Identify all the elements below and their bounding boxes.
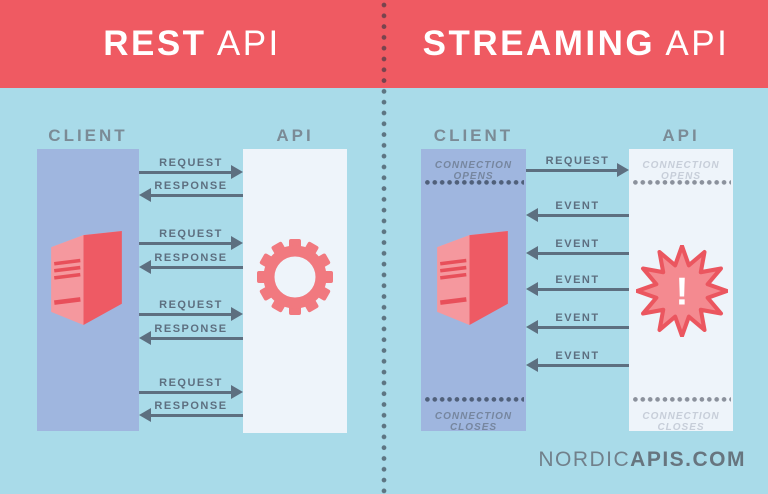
rest-api-title: REST API [0,0,384,88]
event-arrow [526,358,629,372]
rest-title-light: API [206,24,281,63]
brand-bold-text: APIS.COM [630,448,746,471]
event-label: EVENT [555,350,600,362]
rest-api-label: API [276,126,314,145]
event-label: EVENT [555,238,600,250]
streaming-api-label: API [662,126,700,145]
response-arrow [139,188,243,202]
arrow-head-icon [139,188,151,202]
event-arrow [526,282,629,296]
response-arrow [139,331,243,345]
dotted-separator [424,397,524,402]
event-label: EVENT [555,312,600,324]
event-label: EVENT [555,274,600,286]
dotted-separator [632,180,731,185]
streaming-title-bold: STREAMING [422,24,656,63]
response-label: RESPONSE [154,323,228,335]
request-arrow [139,385,243,399]
arrow-head-icon [231,165,243,179]
rest-client-label: CLIENT [48,126,128,145]
arrow-head-icon [526,320,538,334]
request-label: REQUEST [545,155,610,167]
arrow-head-icon [526,208,538,222]
response-arrow [139,408,243,422]
request-arrow [139,165,243,179]
arrow-head-icon [139,331,151,345]
arrow-shaft [526,168,620,172]
event-arrow [526,208,629,222]
burst-icon: ! [636,245,728,337]
event-arrow [526,320,629,334]
arrow-head-icon [139,408,151,422]
request-arrow [526,163,629,177]
arrow-head-icon [231,307,243,321]
arrow-shaft [148,265,243,269]
request-label: REQUEST [159,299,223,311]
arrow-head-icon [231,385,243,399]
arrow-shaft [139,312,234,316]
response-label: RESPONSE [154,180,228,192]
dotted-divider-line [381,0,387,494]
arrow-shaft [535,363,629,367]
server-icon [437,231,508,325]
event-arrow [526,246,629,260]
arrow-shaft [535,325,629,329]
arrow-head-icon [526,246,538,260]
request-label: REQUEST [159,377,223,389]
response-label: RESPONSE [154,252,228,264]
response-label: RESPONSE [154,400,228,412]
arrow-head-icon [617,163,629,177]
connection-closes-label: CONNECTION CLOSES [642,411,720,433]
connection-closes-label: CONNECTION CLOSES [434,411,513,433]
response-arrow [139,260,243,274]
arrow-shaft [139,170,234,174]
request-label: REQUEST [159,157,223,169]
dotted-separator [632,397,731,402]
arrow-head-icon [231,236,243,250]
streaming-api-title: STREAMING API [384,0,768,88]
connection-opens-label: CONNECTION OPENS [434,160,513,182]
arrow-shaft [148,193,243,197]
exclamation-glyph: ! [676,270,689,313]
arrow-head-icon [526,358,538,372]
request-arrow [139,236,243,250]
connection-opens-label: CONNECTION OPENS [642,160,720,182]
gear-icon [257,239,333,315]
arrow-shaft [148,413,243,417]
rest-title-bold: REST [103,24,207,63]
arrow-shaft [535,251,629,255]
streaming-title-light: API [655,24,730,63]
arrow-shaft [139,390,234,394]
arrow-head-icon [139,260,151,274]
request-arrow [139,307,243,321]
event-label: EVENT [555,200,600,212]
arrow-shaft [148,336,243,340]
brand-footer: NORDICAPIS.COM [538,448,746,472]
streaming-client-label: CLIENT [433,126,514,145]
arrow-shaft [139,241,234,245]
dotted-separator [424,180,524,185]
arrow-head-icon [526,282,538,296]
arrow-shaft [535,213,629,217]
arrow-shaft [535,287,629,291]
request-label: REQUEST [159,228,223,240]
brand-regular-text: NORDIC [538,448,631,471]
server-icon [51,231,122,325]
